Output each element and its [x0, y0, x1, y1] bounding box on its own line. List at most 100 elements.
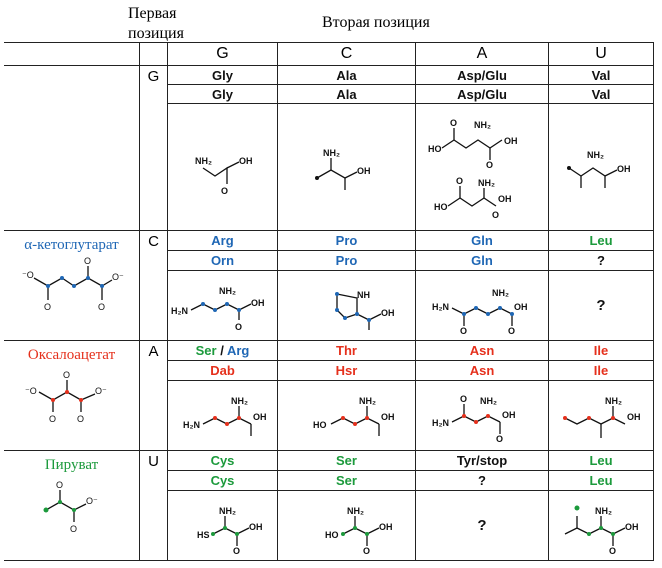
column-c: C: [277, 42, 416, 66]
aa-cell: ?: [415, 470, 549, 491]
svg-text:HO: HO: [434, 202, 448, 212]
aa-cell: Ile: [548, 340, 654, 361]
aa-cell: Pro: [277, 230, 416, 251]
svg-text:H₂N: H₂N: [171, 306, 188, 316]
svg-text:OH: OH: [617, 164, 631, 174]
svg-text:O: O: [56, 480, 63, 490]
position-g: G: [139, 65, 168, 231]
svg-text:O: O: [233, 546, 240, 554]
svg-text:NH: NH: [357, 290, 370, 300]
precursor-label: Пируват: [44, 457, 99, 473]
svg-text:O⁻: O⁻: [112, 272, 124, 282]
aa-cell: Thr: [277, 340, 416, 361]
svg-text:OH: OH: [502, 410, 516, 420]
aa-cell: Gln: [415, 230, 549, 251]
aa-cell-ser-arg: Ser / Arg: [167, 340, 278, 361]
svg-text:H₂N: H₂N: [183, 420, 200, 430]
aa-arg: Arg: [226, 343, 250, 358]
svg-text:NH₂: NH₂: [480, 396, 497, 406]
structure-dab: H₂N NH₂ OH: [167, 380, 278, 451]
svg-text:OH: OH: [514, 302, 528, 312]
structure-gln: H₂N NH₂ OH O O: [415, 270, 549, 341]
svg-text:NH₂: NH₂: [587, 150, 604, 160]
structure-val: NH₂ OH: [548, 103, 654, 231]
aa-cell: Leu: [548, 230, 654, 251]
svg-text:O: O: [221, 186, 228, 196]
svg-text:O: O: [363, 546, 370, 554]
svg-text:O: O: [70, 524, 77, 534]
header-line: Первая: [128, 5, 177, 22]
aa-cell: Gly: [167, 84, 278, 104]
aa-cell: Asn: [415, 340, 549, 361]
svg-text:NH₂: NH₂: [474, 120, 491, 130]
svg-text:⁻O: ⁻O: [25, 386, 37, 396]
aa-cell: Ser: [277, 450, 416, 471]
first-position-header: Первая позиция: [128, 4, 184, 44]
svg-text:HO: HO: [325, 530, 339, 540]
aa-cell: Gln: [415, 250, 549, 271]
svg-text:NH₂: NH₂: [219, 506, 236, 516]
svg-text:NH₂: NH₂: [595, 506, 612, 516]
svg-text:O: O: [77, 414, 84, 424]
svg-text:NH₂: NH₂: [231, 396, 248, 406]
aa-cell: Tyr/stop: [415, 450, 549, 471]
structure-gly: NH₂ O OH: [167, 103, 278, 231]
svg-text:OH: OH: [381, 308, 395, 318]
precursor-label: Оксалоацетат: [27, 347, 116, 363]
svg-text:OH: OH: [253, 412, 267, 422]
column-g: G: [167, 42, 278, 66]
corner-pos: [139, 42, 168, 66]
svg-text:OH: OH: [627, 412, 641, 422]
svg-text:O: O: [609, 546, 616, 554]
aa-cell: Ser: [277, 470, 416, 491]
svg-text:O: O: [508, 326, 515, 334]
svg-text:OH: OH: [239, 156, 253, 166]
svg-text:O: O: [486, 160, 493, 170]
svg-text:O: O: [235, 322, 242, 332]
column-u: U: [548, 42, 654, 66]
svg-text:O: O: [460, 394, 467, 404]
column-a: A: [415, 42, 549, 66]
aa-cell: Asp/Glu: [415, 84, 549, 104]
aa-cell: Cys: [167, 450, 278, 471]
corner-cell: [4, 42, 140, 66]
svg-text:NH₂: NH₂: [347, 506, 364, 516]
svg-text:NH₂: NH₂: [195, 156, 212, 166]
aa-ser: Ser: [195, 343, 217, 358]
svg-text:O: O: [63, 370, 70, 380]
svg-text:O: O: [460, 326, 467, 334]
svg-text:O⁻: O⁻: [95, 386, 107, 396]
svg-text:H₂N: H₂N: [432, 302, 449, 312]
aa-cell: Val: [548, 84, 654, 104]
aa-cell: Asp/Glu: [415, 65, 549, 85]
svg-text:O: O: [450, 118, 457, 128]
unknown-structure: ?: [548, 270, 654, 341]
svg-text:NH₂: NH₂: [492, 288, 509, 298]
separator: /: [216, 343, 227, 358]
svg-text:O: O: [496, 434, 503, 444]
aa-cell: Ile: [548, 360, 654, 381]
svg-text:NH₂: NH₂: [359, 396, 376, 406]
svg-text:OH: OH: [504, 136, 518, 146]
svg-text:HO: HO: [428, 144, 442, 154]
header-line: позиция: [128, 25, 184, 42]
aa-cell: Hsr: [277, 360, 416, 381]
block-label-a: Оксалоацетат ⁻O O O O O⁻: [4, 340, 140, 451]
aa-cell: ?: [548, 250, 654, 271]
svg-text:OH: OH: [357, 166, 371, 176]
oxaloacetate-structure: ⁻O O O O O⁻: [25, 370, 107, 424]
unknown-structure: ?: [415, 490, 549, 561]
aa-cell: Cys: [167, 470, 278, 491]
svg-text:O: O: [456, 176, 463, 186]
svg-text:O: O: [49, 414, 56, 424]
position-a: A: [139, 340, 168, 451]
precursor-label: α-кетоглутарат: [24, 237, 119, 253]
svg-text:OH: OH: [625, 522, 639, 532]
